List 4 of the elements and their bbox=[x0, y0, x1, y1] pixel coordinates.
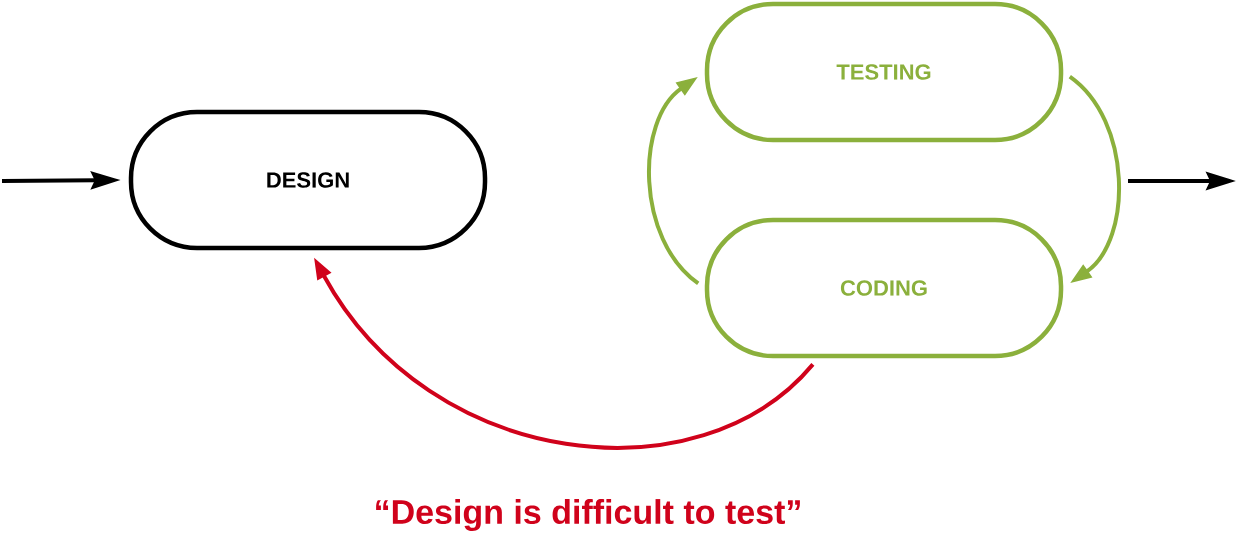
process-box: TESTING bbox=[704, 1, 1064, 143]
process-box: CODING bbox=[704, 217, 1064, 359]
caption-text: “Design is difficult to test” bbox=[376, 499, 800, 531]
process-box: DESIGN bbox=[128, 109, 488, 251]
